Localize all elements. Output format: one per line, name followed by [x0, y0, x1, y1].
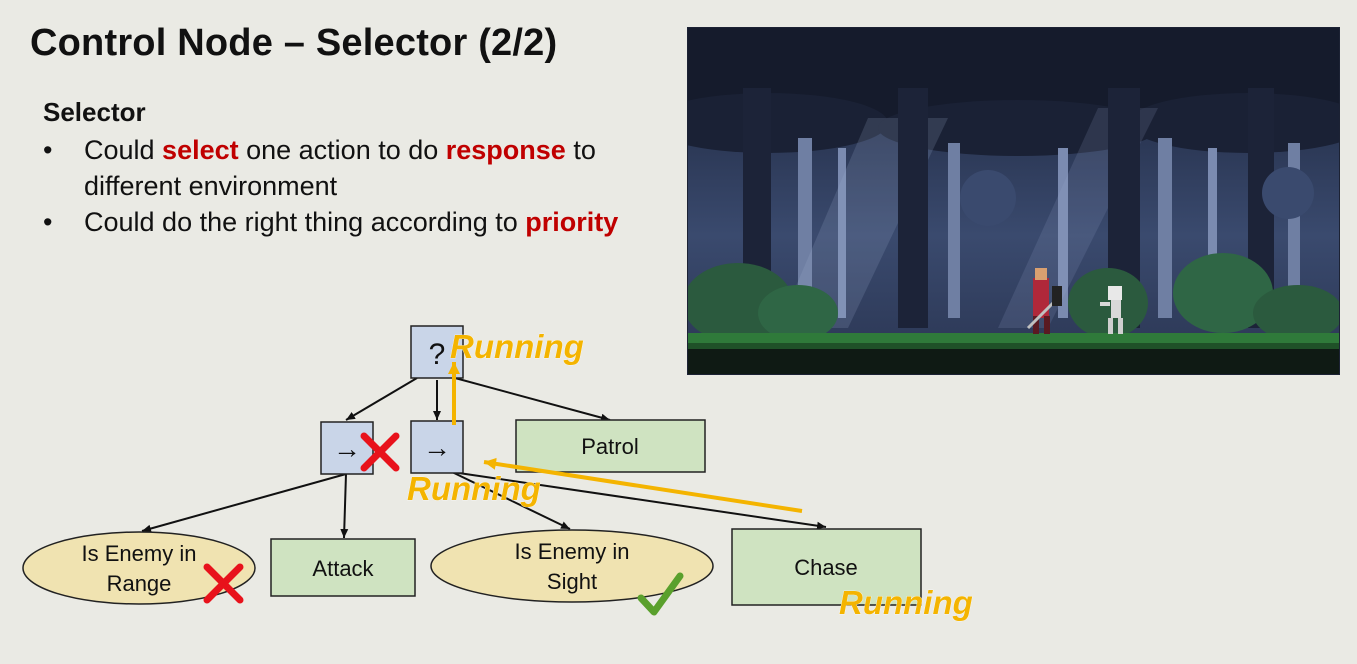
edge-mid-to-enemy-sight: [451, 471, 571, 530]
forest-scene: [688, 28, 1339, 374]
bullet-line: Could do the right thing according to pr…: [84, 204, 693, 240]
check-icon: [637, 572, 684, 616]
chase-running-label: Running: [839, 584, 973, 621]
sequence-mid-node: →: [410, 420, 464, 474]
slide-title: Control Node – Selector (2/2): [30, 22, 558, 64]
game-screenshot: [687, 27, 1340, 375]
player-character: [1026, 268, 1062, 334]
section-heading: Selector: [43, 97, 146, 127]
bullet-glyph: •: [43, 207, 53, 237]
attack-node: Attack: [270, 538, 416, 597]
sequence-running-label: Running: [407, 470, 541, 507]
text-run: Could: [84, 135, 163, 165]
highlight-priority: priority: [525, 207, 619, 237]
edge-root-to-sequence-left: [345, 377, 418, 421]
enemy-in-sight-node: Is Enemy in Sight: [430, 529, 714, 603]
selector-symbol: ?: [429, 338, 446, 371]
root-running-label: Running: [450, 328, 584, 365]
bullet-list: • Could select one action to do response…: [43, 132, 693, 240]
chase-node: Chase: [731, 528, 922, 606]
enemy-range-line2: Range: [107, 571, 172, 596]
edge-left-to-enemy-range: [141, 473, 347, 533]
sequence-symbol: →: [333, 433, 361, 464]
running-flow-arrow: [483, 457, 803, 513]
sequence-symbol: →: [423, 432, 451, 463]
attack-label: Attack: [312, 556, 374, 581]
enemy-in-range-node: Is Enemy in Range: [22, 531, 256, 605]
text-run: one action to do: [238, 135, 446, 165]
text-run: to: [565, 135, 596, 165]
tree-edges: [141, 377, 827, 539]
cross-icon: [203, 563, 244, 604]
highlight-response: response: [445, 135, 566, 165]
sequence-left-node: →: [320, 421, 374, 475]
patrol-label: Patrol: [581, 434, 638, 459]
bullet-item: • Could select one action to do response…: [43, 132, 693, 204]
patrol-node: Patrol: [515, 419, 706, 473]
enemy-range-line1: Is Enemy in: [82, 541, 197, 566]
edge-left-to-attack: [340, 473, 349, 539]
enemy-sight-line1: Is Enemy in: [515, 539, 630, 564]
bullet-glyph: •: [43, 135, 53, 165]
highlight-select: select: [162, 135, 239, 165]
enemy-sight-line2: Sight: [547, 569, 597, 594]
edge-root-to-patrol: [454, 377, 611, 422]
text-run: Could do the right thing according to: [84, 207, 526, 237]
skeleton-enemy: [1100, 286, 1123, 334]
chase-label: Chase: [794, 555, 858, 580]
edge-mid-to-chase: [451, 471, 827, 530]
bullet-line: Could select one action to do response t…: [84, 132, 693, 168]
bullet-line: different environment: [84, 171, 338, 201]
bullet-item: • Could do the right thing according to …: [43, 204, 693, 240]
cross-icon: [360, 432, 400, 472]
